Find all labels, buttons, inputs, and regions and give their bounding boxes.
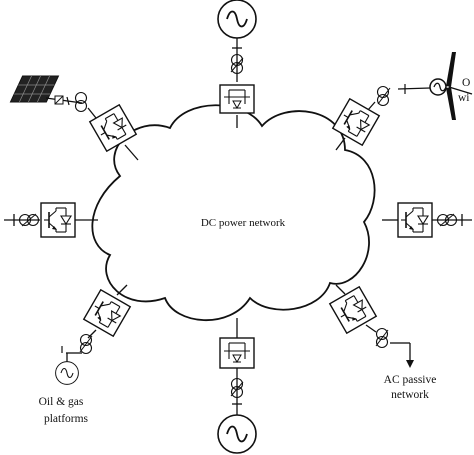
converter-lower-left xyxy=(82,288,132,338)
converter-lower-right xyxy=(328,285,378,335)
converter-top xyxy=(219,84,255,114)
left-grid-branch xyxy=(4,202,98,238)
dc-network-label: DC power network xyxy=(201,217,286,229)
converter-left xyxy=(40,202,76,238)
solar-branch xyxy=(9,75,139,161)
converter-right xyxy=(397,202,433,238)
bottom-ac-branch xyxy=(217,318,257,454)
sine-wave-generator-icon xyxy=(217,0,257,39)
wind-label-line1: O xyxy=(462,77,470,89)
wind-turbine-icon xyxy=(429,52,473,120)
sine-wave-generator-icon xyxy=(217,414,257,454)
oil-gas-branch: Oil & gas platforms xyxy=(39,284,132,425)
wind-label-line2: wi xyxy=(458,92,470,104)
ac-passive-label-line1: AC passive xyxy=(384,374,437,386)
ac-passive-label-line2: network xyxy=(391,389,429,401)
wind-branch: O wi xyxy=(331,52,473,151)
oil-gas-label-line1: Oil & gas xyxy=(39,396,84,408)
dc-network-cloud xyxy=(91,104,376,322)
solar-panel-icon xyxy=(9,75,60,103)
ac-passive-branch: AC passive network xyxy=(328,284,437,401)
arrow-down-icon xyxy=(406,360,414,368)
converter-bottom xyxy=(219,337,255,369)
right-grid-branch xyxy=(382,202,472,238)
sine-wave-generator-icon xyxy=(55,361,79,385)
oil-gas-label-line2: platforms xyxy=(44,413,89,425)
top-ac-branch xyxy=(217,0,257,128)
